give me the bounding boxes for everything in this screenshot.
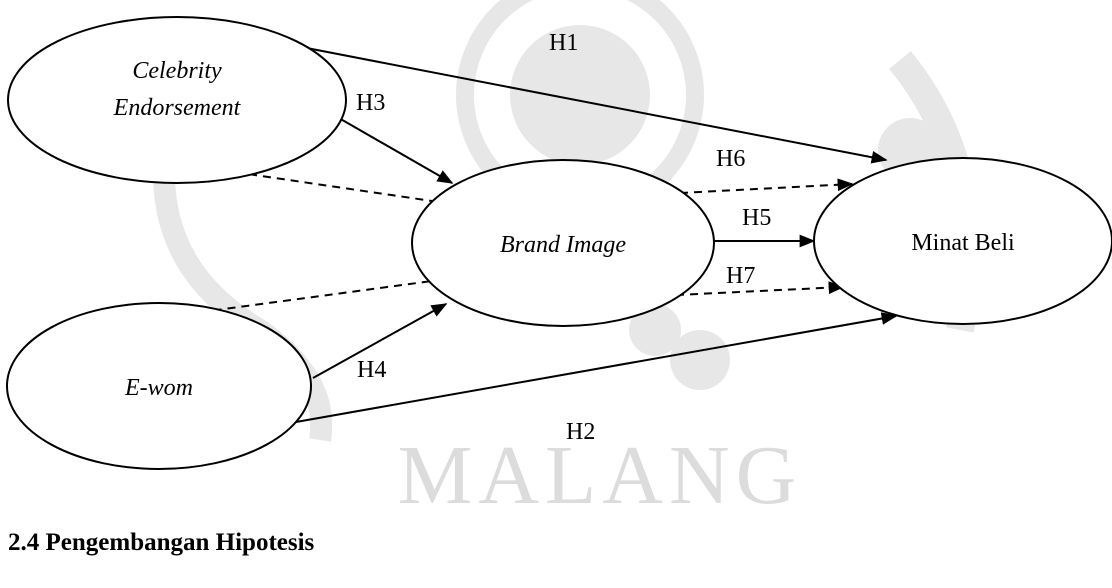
hypothesis-labels: H1 H3 H6 H5 H7 H4 H2 [356, 30, 771, 445]
arrow-h4 [312, 303, 448, 379]
label-h7: H7 [726, 263, 755, 289]
node-celebrity-endorsement: Celebrity Endorsement [7, 16, 347, 184]
node-minat-beli-label: Minat Beli [911, 230, 1015, 256]
label-h2: H2 [566, 419, 595, 445]
label-h3: H3 [356, 90, 385, 116]
node-brand-image-label: Brand Image [500, 232, 626, 258]
node-minat-beli: Minat Beli [813, 157, 1112, 325]
node-ewom-label: E-wom [124, 375, 193, 401]
label-h4: H4 [357, 357, 386, 383]
label-h6: H6 [716, 146, 745, 172]
arrow-h1 [285, 43, 888, 164]
watermark-text: MALANG [398, 429, 803, 522]
arrow-h2 [295, 312, 898, 423]
section-heading: 2.4 Pengembangan Hipotesis [8, 529, 315, 556]
label-h1: H1 [549, 30, 578, 56]
node-ewom: E-wom [6, 302, 312, 470]
node-brand-image: Brand Image [411, 159, 715, 327]
node-celebrity-line2: Endorsement [113, 95, 242, 121]
arrow-h6 [679, 178, 854, 194]
arrow-h7 [675, 281, 845, 296]
node-celebrity-line1: Celebrity [132, 58, 222, 84]
label-h5: H5 [742, 205, 771, 231]
